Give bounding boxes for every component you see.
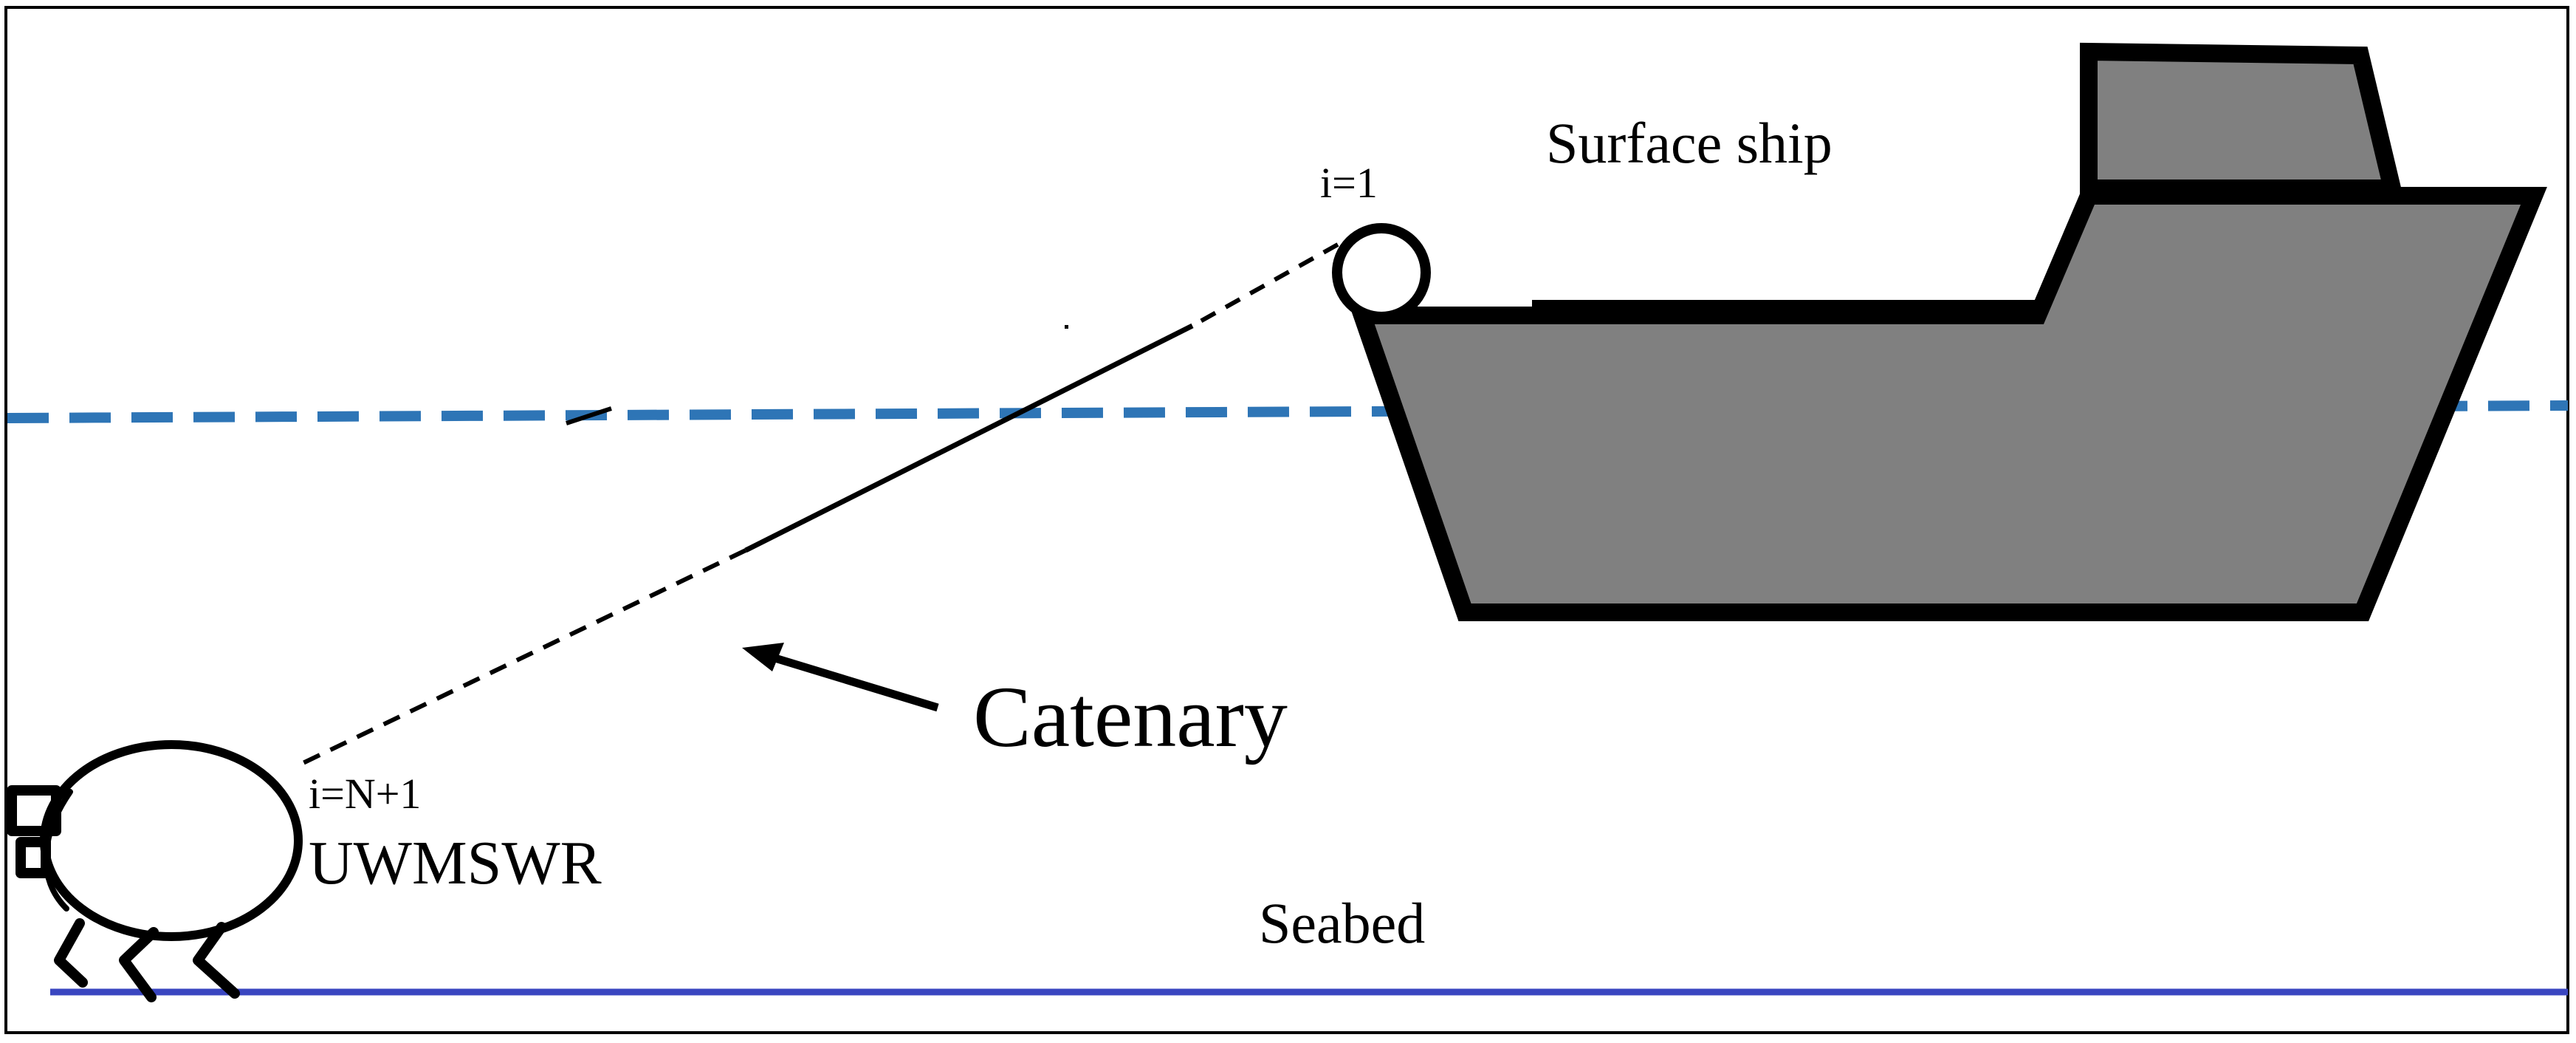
ship-cabin xyxy=(2080,42,2404,197)
catenary-arrow xyxy=(742,643,939,712)
catenary-label: Catenary xyxy=(973,668,1288,765)
cable-fragment xyxy=(566,406,612,425)
node-bottom-label: i=N+1 xyxy=(309,770,421,818)
seabed-label: Seabed xyxy=(1259,891,1425,955)
pulley-node xyxy=(1332,223,1431,322)
catenary-cable xyxy=(294,242,1339,769)
node-top-label: i=1 xyxy=(1320,159,1378,207)
surface-ship-label: Surface ship xyxy=(1546,111,1833,175)
robot-icon xyxy=(7,740,303,1002)
robot-label: UWMSWR xyxy=(309,829,602,897)
cable-fragment-dot xyxy=(1065,325,1068,329)
